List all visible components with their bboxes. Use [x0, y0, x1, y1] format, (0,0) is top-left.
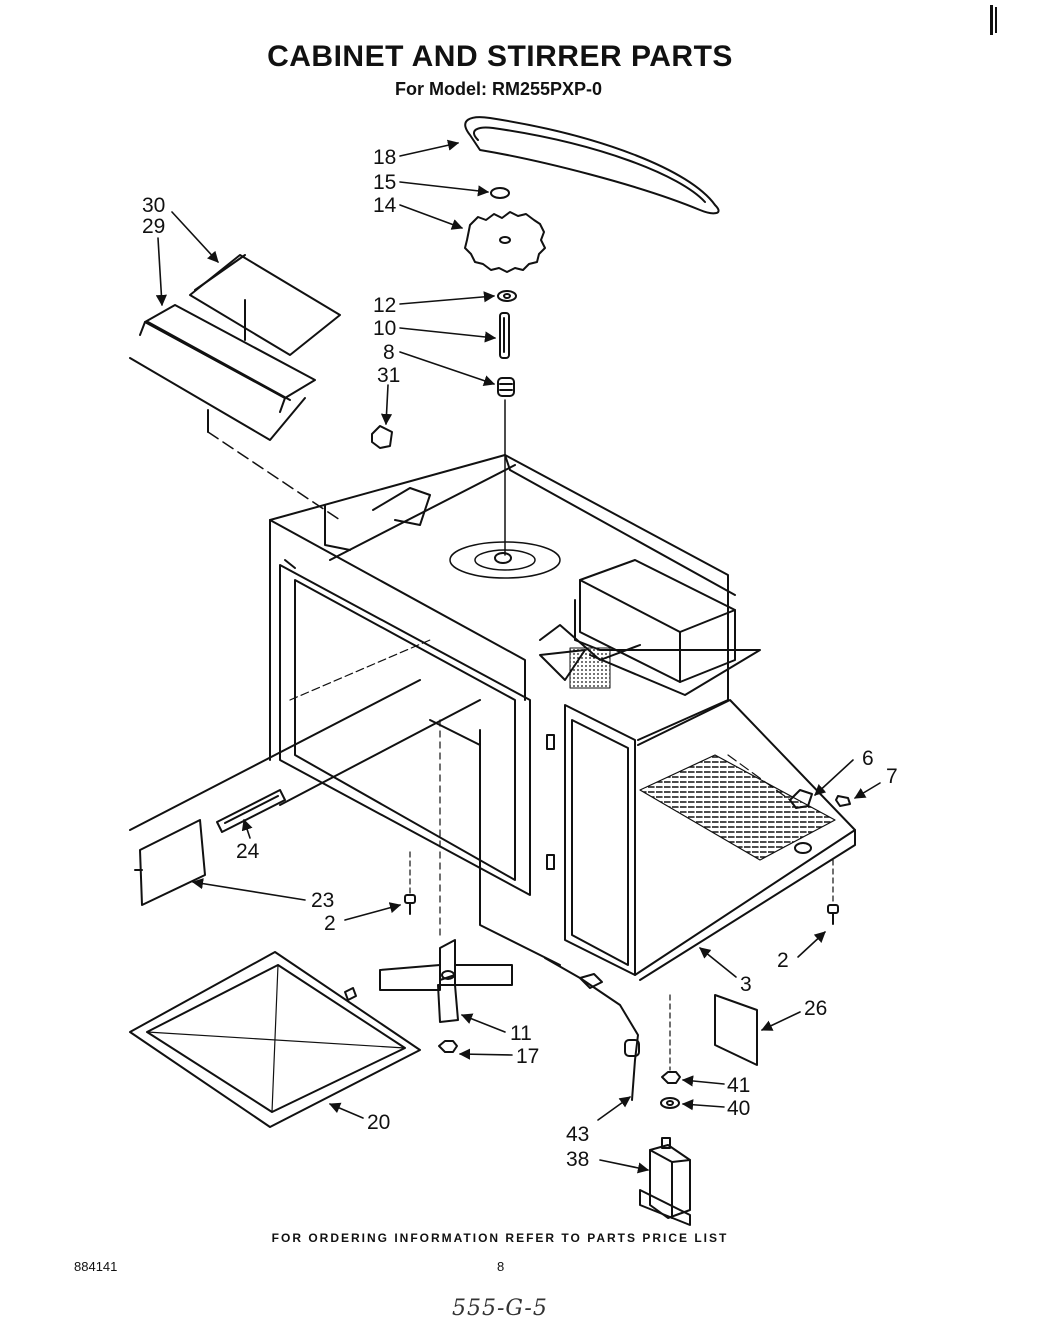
part-31-clip [371, 425, 393, 449]
part-23-panel [134, 819, 206, 906]
callout-6: 6 [862, 747, 874, 770]
callout-29: 29 [142, 215, 165, 238]
callout-30: 30 [142, 194, 165, 217]
page-number: 8 [497, 1259, 505, 1274]
callout-8: 8 [383, 341, 395, 364]
callout-38: 38 [566, 1148, 589, 1171]
callout-18: 18 [373, 146, 396, 169]
part-cabinet [129, 454, 856, 981]
part-2-screw-left [404, 851, 416, 915]
callout-10: 10 [373, 317, 396, 340]
callout-11: 11 [510, 1022, 532, 1045]
vent-grille [639, 754, 836, 861]
document-number: 884141 [74, 1259, 118, 1274]
callout-7: 7 [886, 765, 898, 788]
part-7-screw [835, 795, 851, 807]
part-14-stirrer-gear [464, 211, 546, 273]
part-2-screw-right [827, 859, 839, 925]
callout-26: 26 [804, 997, 827, 1020]
fan-screen [569, 647, 611, 689]
callout-14: 14 [373, 194, 397, 217]
part-12-washer [497, 290, 517, 302]
model-subtitle: For Model: RM255PXP-0 [395, 79, 603, 99]
handwritten-note: 555-G-5 [452, 1296, 548, 1321]
part-24-bracket [216, 789, 286, 833]
page-title: CABINET AND STIRRER PARTS [267, 40, 733, 73]
callout-2-right: 2 [777, 949, 789, 972]
part-18-belt [464, 116, 720, 215]
part-40-washer [660, 1097, 680, 1109]
part-10-shaft [499, 312, 510, 359]
callout-23: 23 [311, 889, 334, 912]
part-11-fan [379, 719, 513, 1023]
ordering-info-footer: FOR ORDERING INFORMATION REFER TO PARTS … [271, 1231, 729, 1245]
callout-40: 40 [727, 1097, 750, 1120]
callout-31: 31 [377, 364, 400, 387]
callout-3: 3 [740, 973, 752, 996]
callout-labels: 18 15 14 30 29 12 10 8 31 6 7 24 23 2 3 … [142, 146, 898, 1171]
callout-41: 41 [727, 1074, 750, 1097]
callout-15: 15 [373, 171, 396, 194]
part-26-plate [714, 994, 758, 1066]
part-29-duct [129, 304, 316, 441]
part-8-bushing [497, 377, 515, 397]
part-41-nut [661, 1071, 681, 1084]
part-43-cable [544, 957, 640, 1101]
callout-24: 24 [236, 840, 260, 863]
part-20-tray [129, 951, 421, 1128]
corner-mark [990, 5, 998, 35]
callout-2-left: 2 [324, 912, 336, 935]
leader-lines [155, 139, 881, 1174]
part-15-ring [490, 187, 510, 199]
part-6-clip [789, 789, 813, 809]
part-30-cover [189, 254, 341, 356]
part-transformer-block [574, 559, 761, 696]
part-38-switch [639, 1137, 691, 1226]
part-17-nut [438, 1040, 458, 1053]
callout-17: 17 [516, 1045, 539, 1068]
callout-20: 20 [367, 1111, 390, 1134]
callout-43: 43 [566, 1123, 589, 1146]
callout-12: 12 [373, 294, 396, 317]
